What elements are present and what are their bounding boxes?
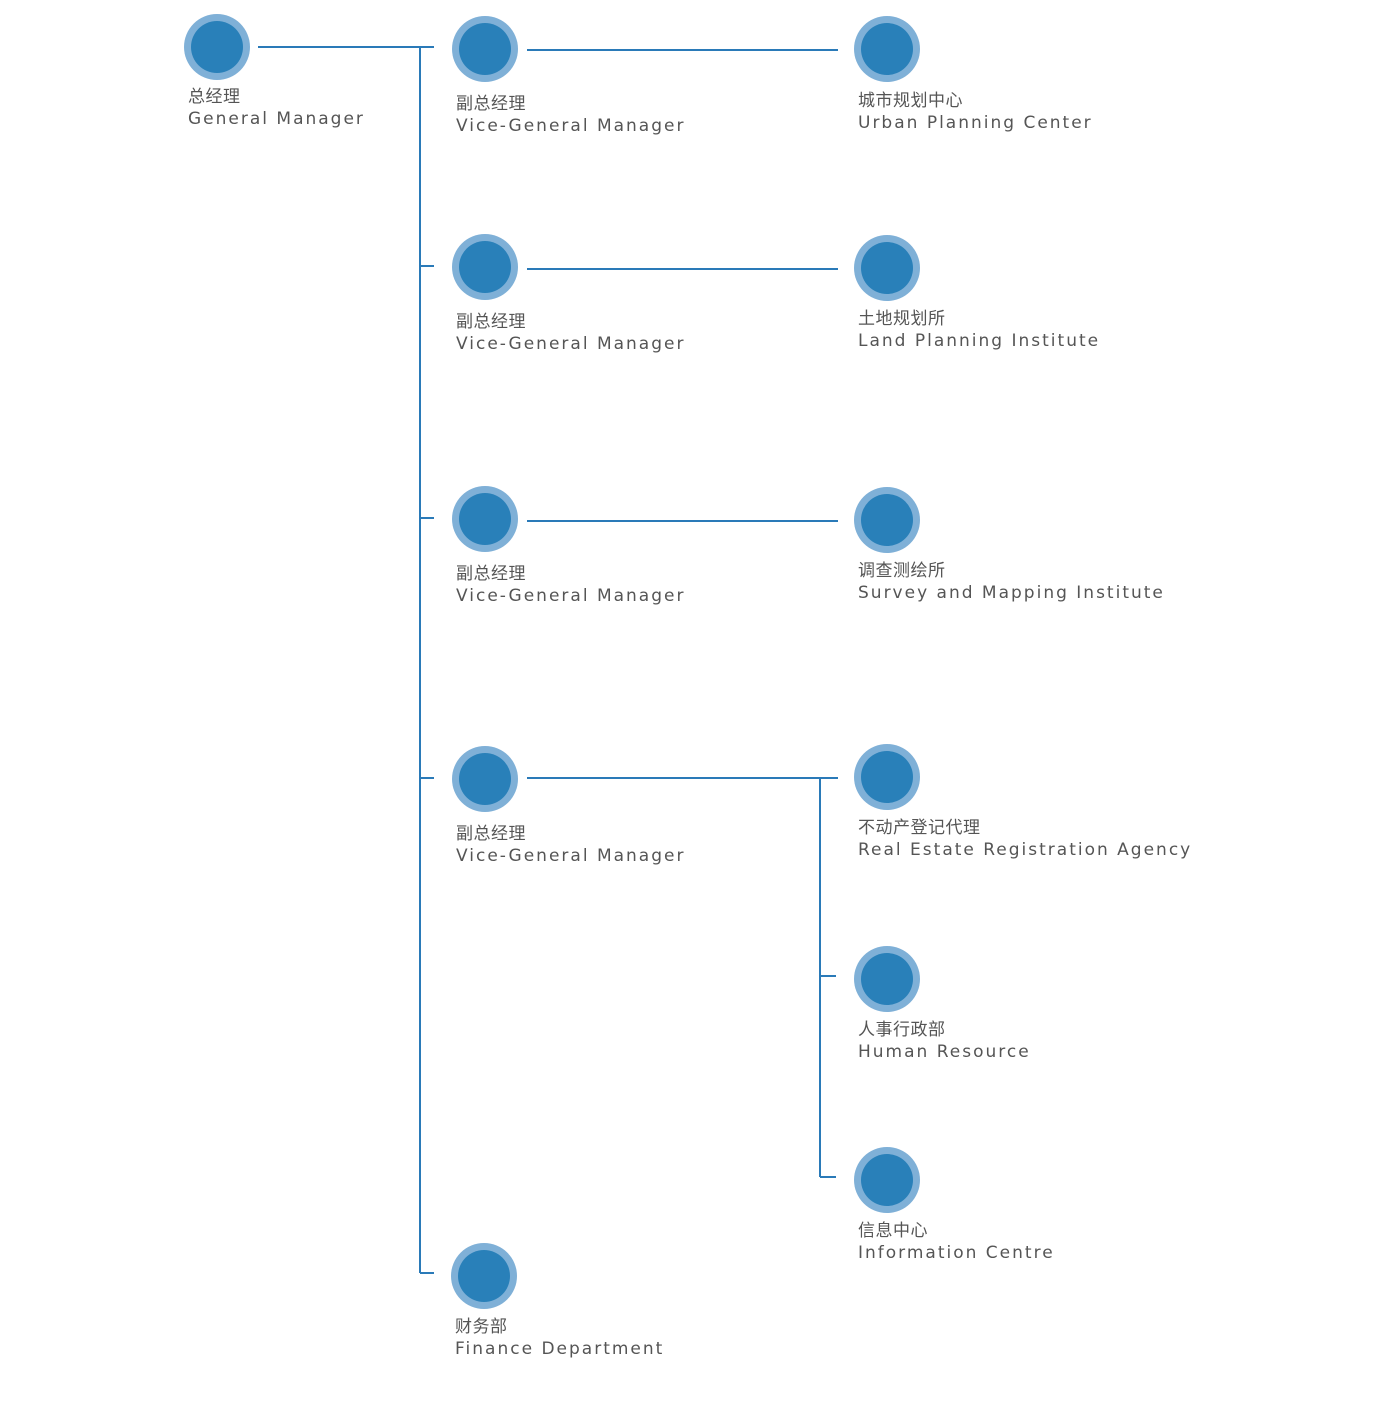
node-title-en: Vice-General Manager — [456, 116, 686, 136]
node-title-cn: 财务部 — [455, 1317, 508, 1337]
node-title-cn: 副总经理 — [456, 564, 526, 584]
node-title-en: Human Resource — [858, 1042, 1031, 1062]
node-title-cn: 城市规划中心 — [858, 91, 963, 111]
node-title-cn: 副总经理 — [456, 94, 526, 114]
node-dot-icon — [452, 746, 518, 812]
node-title-en: Vice-General Manager — [456, 586, 686, 606]
node-dot-icon — [452, 486, 518, 552]
node-title-cn: 不动产登记代理 — [858, 818, 981, 838]
node-dot-icon — [854, 744, 920, 810]
node-title-en: General Manager — [188, 109, 365, 129]
node-title-cn: 副总经理 — [456, 824, 526, 844]
node-title-cn: 调查测绘所 — [858, 561, 946, 581]
node-title-en: Real Estate Registration Agency — [858, 840, 1193, 860]
node-title-en: Urban Planning Center — [858, 113, 1093, 133]
node-title-en: Finance Department — [455, 1339, 665, 1359]
node-dot-icon — [451, 1243, 517, 1309]
node-title-en: Vice-General Manager — [456, 334, 686, 354]
node-dot-icon — [184, 14, 250, 80]
node-title-cn: 土地规划所 — [858, 309, 946, 329]
node-dot-icon — [452, 234, 518, 300]
node-title-cn: 总经理 — [188, 87, 241, 107]
node-dot-icon — [452, 16, 518, 82]
node-dot-icon — [854, 16, 920, 82]
node-title-en: Information Centre — [858, 1243, 1055, 1263]
node-title-en: Land Planning Institute — [858, 331, 1101, 351]
node-dot-icon — [854, 487, 920, 553]
node-title-cn: 信息中心 — [858, 1221, 928, 1241]
node-title-en: Survey and Mapping Institute — [858, 583, 1165, 603]
node-title-en: Vice-General Manager — [456, 846, 686, 866]
node-title-cn: 副总经理 — [456, 312, 526, 332]
node-title-cn: 人事行政部 — [858, 1020, 946, 1040]
node-dot-icon — [854, 1147, 920, 1213]
node-dot-icon — [854, 235, 920, 301]
node-dot-icon — [854, 946, 920, 1012]
